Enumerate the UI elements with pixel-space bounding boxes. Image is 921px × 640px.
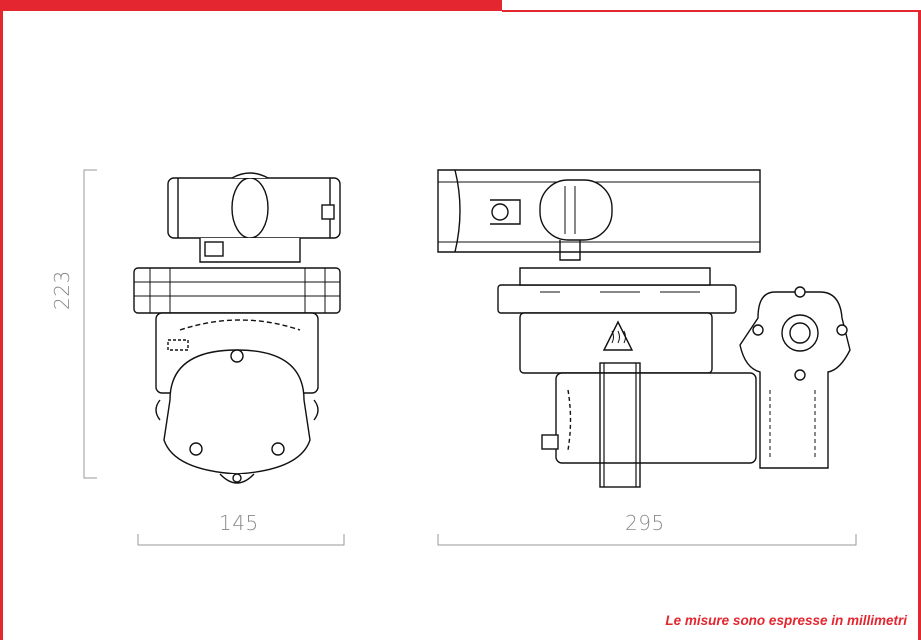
front-view-pump — [133, 172, 341, 484]
front-width-dimension-bracket — [137, 534, 345, 546]
dimension-lines — [83, 169, 857, 546]
left-border — [0, 0, 3, 640]
front-width-dimension-label: 145 — [219, 511, 259, 535]
height-dimension-bracket — [83, 169, 97, 479]
right-border — [918, 10, 921, 640]
units-note: Le misure sono espresse in millimetri — [665, 613, 907, 628]
header-accent-tab — [0, 0, 502, 11]
header-accent-line — [502, 10, 921, 12]
side-width-dimension-label: 295 — [625, 511, 665, 535]
side-width-dimension-bracket — [437, 534, 857, 546]
side-view-pump — [437, 169, 851, 488]
height-dimension-label: 223 — [50, 270, 74, 310]
